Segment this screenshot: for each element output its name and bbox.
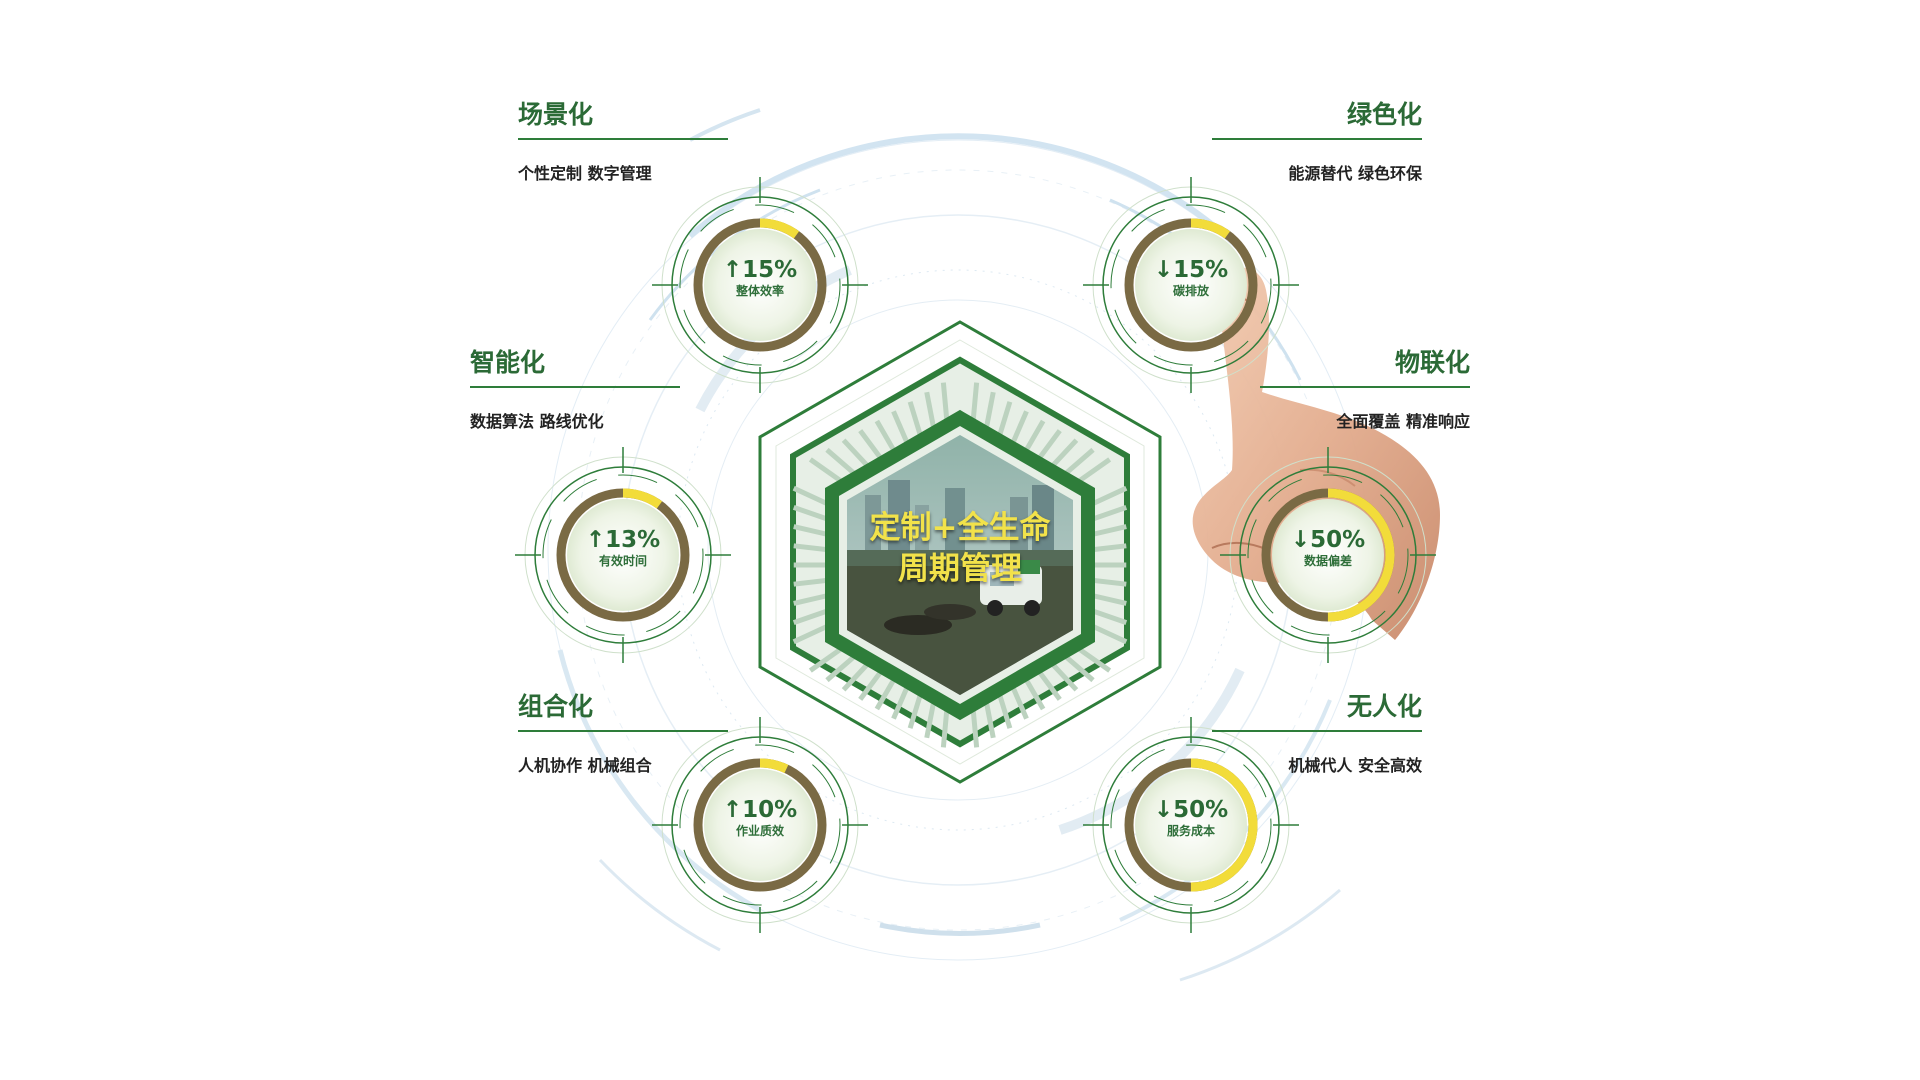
gauge-caption: 服务成本 <box>1166 824 1215 838</box>
gauge-value: 13% <box>605 527 661 553</box>
feature-subtitle: 能源替代 绿色环保 <box>1288 164 1422 183</box>
label-iot: 物联化 全面覆盖 精准响应 <box>1260 348 1470 432</box>
feature-title: 智能化 <box>470 348 680 388</box>
gauge-caption: 作业质效 <box>735 824 784 838</box>
gauge-face <box>704 229 816 341</box>
feature-subtitle: 数据算法 路线优化 <box>470 412 604 431</box>
center-title-line1: 定制+全生命 <box>869 510 1051 546</box>
label-scene: 场景化 个性定制 数字管理 <box>518 100 728 184</box>
feature-subtitle: 个性定制 数字管理 <box>518 164 652 183</box>
gauge-scene <box>652 177 868 393</box>
label-green: 绿色化 能源替代 绿色环保 <box>1212 100 1422 184</box>
gauge-caption: 有效时间 <box>598 554 647 568</box>
gauge-dash-ring <box>542 474 704 636</box>
feature-title: 场景化 <box>518 100 728 140</box>
gauge-value: 15% <box>1173 257 1229 283</box>
gauge-group <box>515 177 1436 933</box>
feature-title: 物联化 <box>1260 348 1470 388</box>
feature-title: 无人化 <box>1212 692 1422 732</box>
gauge-progress-arc <box>1124 758 1258 892</box>
direction-arrow-icon: ↓ <box>1290 527 1311 553</box>
gauge-combo <box>652 717 868 933</box>
gauge-face <box>1272 499 1384 611</box>
gauge-dash-ring <box>1110 744 1272 906</box>
gauge-progress-arc <box>1124 218 1258 352</box>
gauge-face <box>1135 769 1247 881</box>
gauge-green <box>1083 177 1299 393</box>
gauge-iot <box>1220 447 1436 663</box>
gauge-progress-arc <box>693 758 827 892</box>
feature-subtitle: 机械代人 安全高效 <box>1288 756 1422 775</box>
center-title: 定制+全生命 周期管理 <box>840 508 1080 590</box>
feature-title: 绿色化 <box>1212 100 1422 140</box>
gauge-value: 50% <box>1173 797 1229 823</box>
gauge-value: 15% <box>742 257 798 283</box>
feature-title: 组合化 <box>518 692 728 732</box>
gauge-face <box>1135 229 1247 341</box>
gauge-caption: 碳排放 <box>1172 284 1209 298</box>
feature-subtitle: 全面覆盖 精准响应 <box>1336 412 1470 431</box>
feature-subtitle: 人机协作 机械组合 <box>518 756 652 775</box>
center-hexagon <box>758 320 1162 784</box>
gauge-caption: 数据偏差 <box>1303 554 1352 568</box>
gauge-face <box>704 769 816 881</box>
gauge-text-unmanned: ↓50% 服务成本 <box>1131 797 1251 839</box>
label-combo: 组合化 人机协作 机械组合 <box>518 692 728 776</box>
gauge-progress-arc <box>556 488 690 622</box>
gauge-dash-ring <box>679 204 841 366</box>
direction-arrow-icon: ↑ <box>722 257 743 283</box>
gauge-text-smart: ↑13% 有效时间 <box>563 527 683 569</box>
gauge-progress-arc <box>1261 488 1395 622</box>
gauge-caption: 整体效率 <box>735 284 784 298</box>
label-unmanned: 无人化 机械代人 安全高效 <box>1212 692 1422 776</box>
center-title-line2: 周期管理 <box>898 551 1022 587</box>
gauge-text-iot: ↓50% 数据偏差 <box>1268 527 1388 569</box>
direction-arrow-icon: ↑ <box>722 797 743 823</box>
gauge-smart <box>515 447 731 663</box>
gauge-value: 10% <box>742 797 798 823</box>
gauge-unmanned <box>1083 717 1299 933</box>
gauge-text-scene: ↑15% 整体效率 <box>700 257 820 299</box>
gauge-dash-ring <box>679 744 841 906</box>
direction-arrow-icon: ↓ <box>1153 257 1174 283</box>
direction-arrow-icon: ↑ <box>585 527 606 553</box>
gauge-face <box>567 499 679 611</box>
gauge-text-green: ↓15% 碳排放 <box>1131 257 1251 299</box>
direction-arrow-icon: ↓ <box>1153 797 1174 823</box>
gauge-value: 50% <box>1310 527 1366 553</box>
gauge-text-combo: ↑10% 作业质效 <box>700 797 820 839</box>
gauge-dash-ring <box>1110 204 1272 366</box>
gauge-progress-arc <box>693 218 827 352</box>
gauge-dash-ring <box>1247 474 1409 636</box>
label-smart: 智能化 数据算法 路线优化 <box>470 348 680 432</box>
